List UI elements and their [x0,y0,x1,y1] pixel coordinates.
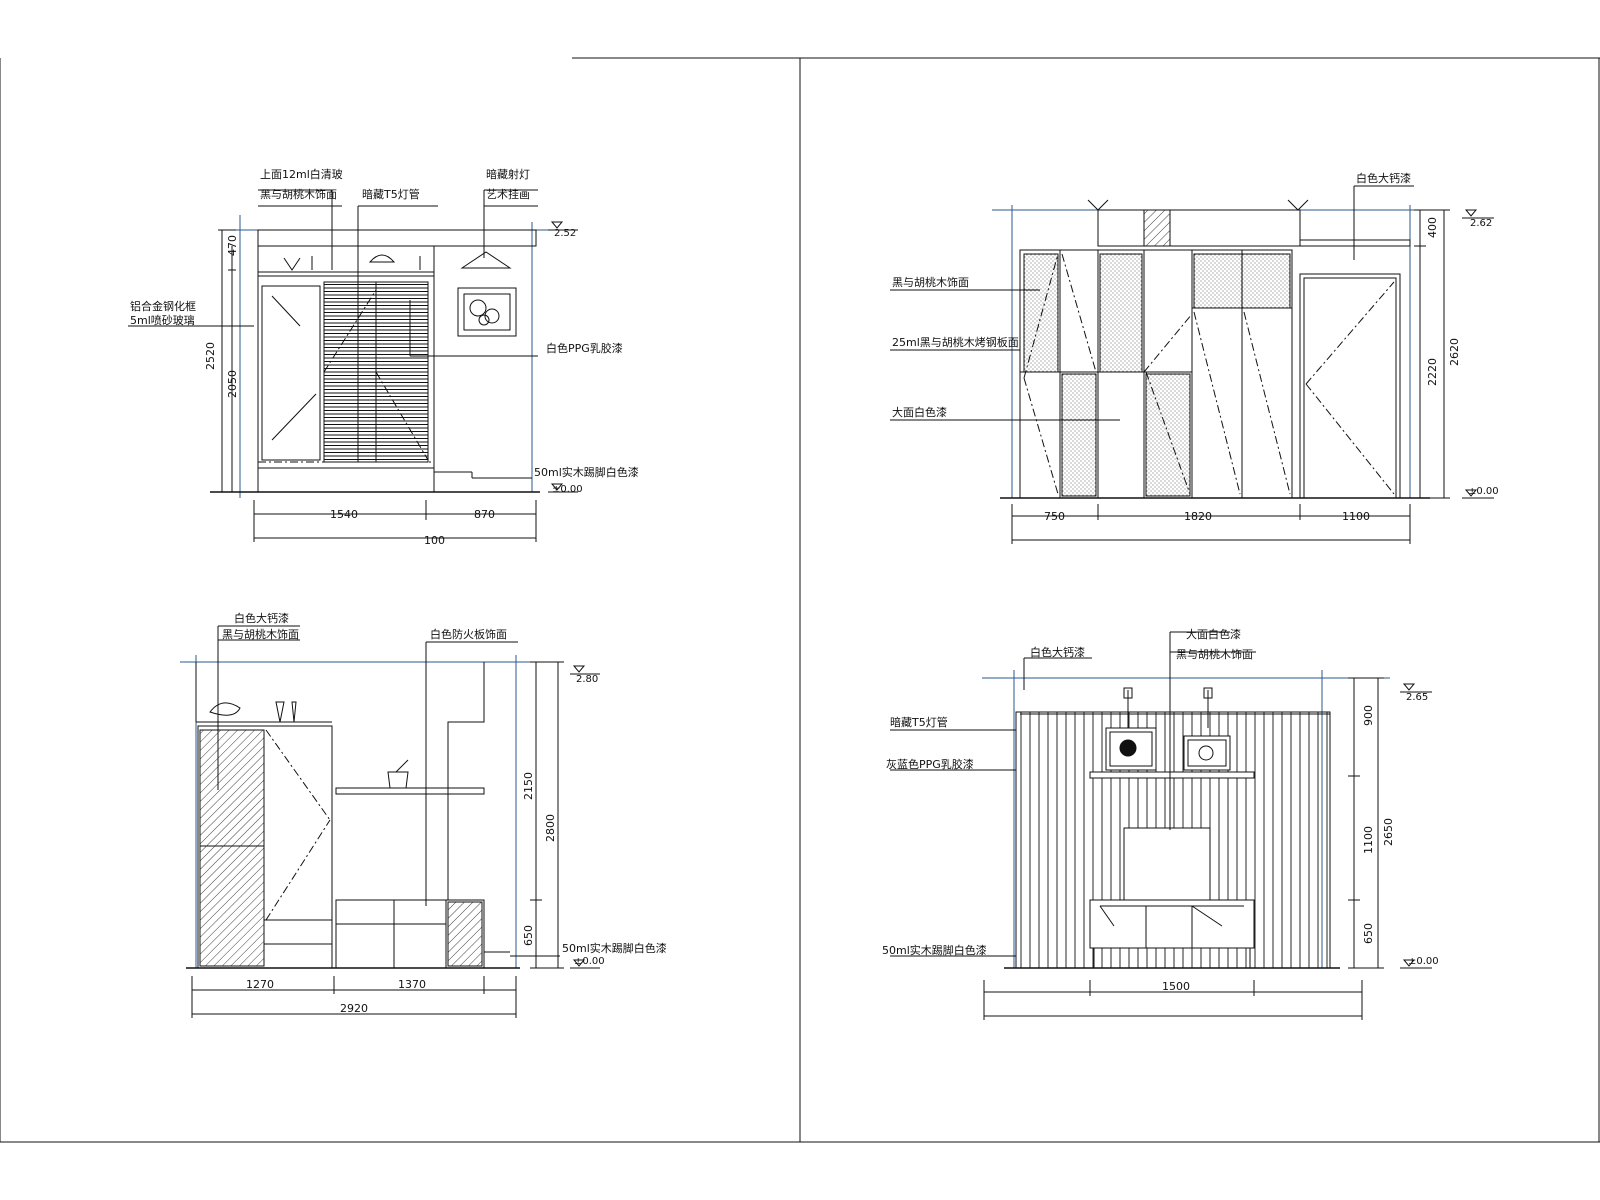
a-dim-2520: 2520 [204,342,217,370]
elevation-b [890,185,1494,544]
d-label-walnut: 黑与胡桃木饰面 [1176,647,1253,661]
c-label-walnut: 黑与胡桃木饰面 [222,627,299,641]
c-level-top: 2.80 [576,674,598,685]
b-dim-1820: 1820 [1184,510,1212,523]
d-label-ppg: 灰蓝色PPG乳胶漆 [886,757,974,771]
sheet-frame [0,57,1600,1143]
c-dim-1370: 1370 [398,978,426,991]
b-dim-2220: 2220 [1426,358,1439,386]
c-dim-650: 650 [522,925,535,946]
a-label-walnut: 黑与胡桃木饰面 [260,187,337,201]
a-dim-100: 100 [424,534,445,547]
a-dim-470: 470 [226,235,239,256]
c-level-base: ±0.00 [574,956,605,967]
a-level-top: 2.52 [554,228,576,239]
elevation-a-texts: 上面12ml白清玻 黑与胡桃木饰面 暗藏T5灯管 暗藏射灯 艺术挂画 铝合金钢化… [130,167,639,547]
a-label-glass: 上面12ml白清玻 [260,167,343,181]
b-dim-400: 400 [1426,217,1439,238]
d-dim-2650: 2650 [1382,818,1395,846]
d-dim-1500: 1500 [1162,980,1190,993]
a-label-t5: 暗藏T5灯管 [362,187,420,201]
c-label-white-paint: 白色大钙漆 [234,611,289,625]
elevation-d [890,631,1432,1020]
b-level-top: 2.62 [1470,218,1492,229]
a-label-frame: 铝合金钢化框 [130,299,196,313]
d-label-white: 大面白色漆 [1186,627,1241,641]
d-dim-650: 650 [1362,923,1375,944]
b-label-white-paint: 白色大钙漆 [1356,171,1411,185]
elevation-a [128,189,578,542]
b-label-baked: 25ml黑与胡桃木烤钢板面 [892,335,1019,349]
b-label-white: 大面白色漆 [892,405,947,419]
b-dim-750: 750 [1044,510,1065,523]
a-dim-2050: 2050 [226,370,239,398]
a-dim-1540: 1540 [330,508,358,521]
b-label-walnut: 黑与胡桃木饰面 [892,275,969,289]
b-dim-1100: 1100 [1342,510,1370,523]
a-level-base: ±0.00 [552,484,583,495]
d-label-skirting: 50ml实木踢脚白色漆 [882,943,987,957]
c-label-fireboard: 白色防火板饰面 [430,627,507,641]
elevation-c-texts: 白色大钙漆 黑与胡桃木饰面 白色防火板饰面 50ml实木踢脚白色漆 2150 6… [222,611,667,1015]
a-label-frosted: 5ml喷砂玻璃 [130,313,195,327]
d-label-t5: 暗藏T5灯管 [890,715,948,729]
elevation-b-texts: 白色大钙漆 黑与胡桃木饰面 25ml黑与胡桃木烤钢板面 大面白色漆 400 22… [892,171,1499,523]
c-dim-2150: 2150 [522,772,535,800]
a-label-ppg: 白色PPG乳胶漆 [546,341,623,355]
c-dim-2920: 2920 [340,1002,368,1015]
c-dim-2800: 2800 [544,814,557,842]
d-label-white-paint: 白色大钙漆 [1030,645,1085,659]
b-level-base: ±0.00 [1468,486,1499,497]
d-level-top: 2.65 [1406,692,1428,703]
a-dim-870: 870 [474,508,495,521]
c-label-skirting: 50ml实木踢脚白色漆 [562,941,667,955]
c-dim-1270: 1270 [246,978,274,991]
a-label-skirting: 50ml实木踢脚白色漆 [534,465,639,479]
b-dim-2620: 2620 [1448,338,1461,366]
elevation-c [180,625,600,1018]
d-dim-1100: 1100 [1362,826,1375,854]
d-dim-900: 900 [1362,705,1375,726]
a-label-spot: 暗藏射灯 [486,167,530,181]
elevation-d-texts: 大面白色漆 黑与胡桃木饰面 白色大钙漆 暗藏T5灯管 灰蓝色PPG乳胶漆 50m… [882,627,1439,993]
a-label-art: 艺术挂画 [486,187,530,201]
d-level-base: ±0.00 [1408,956,1439,967]
